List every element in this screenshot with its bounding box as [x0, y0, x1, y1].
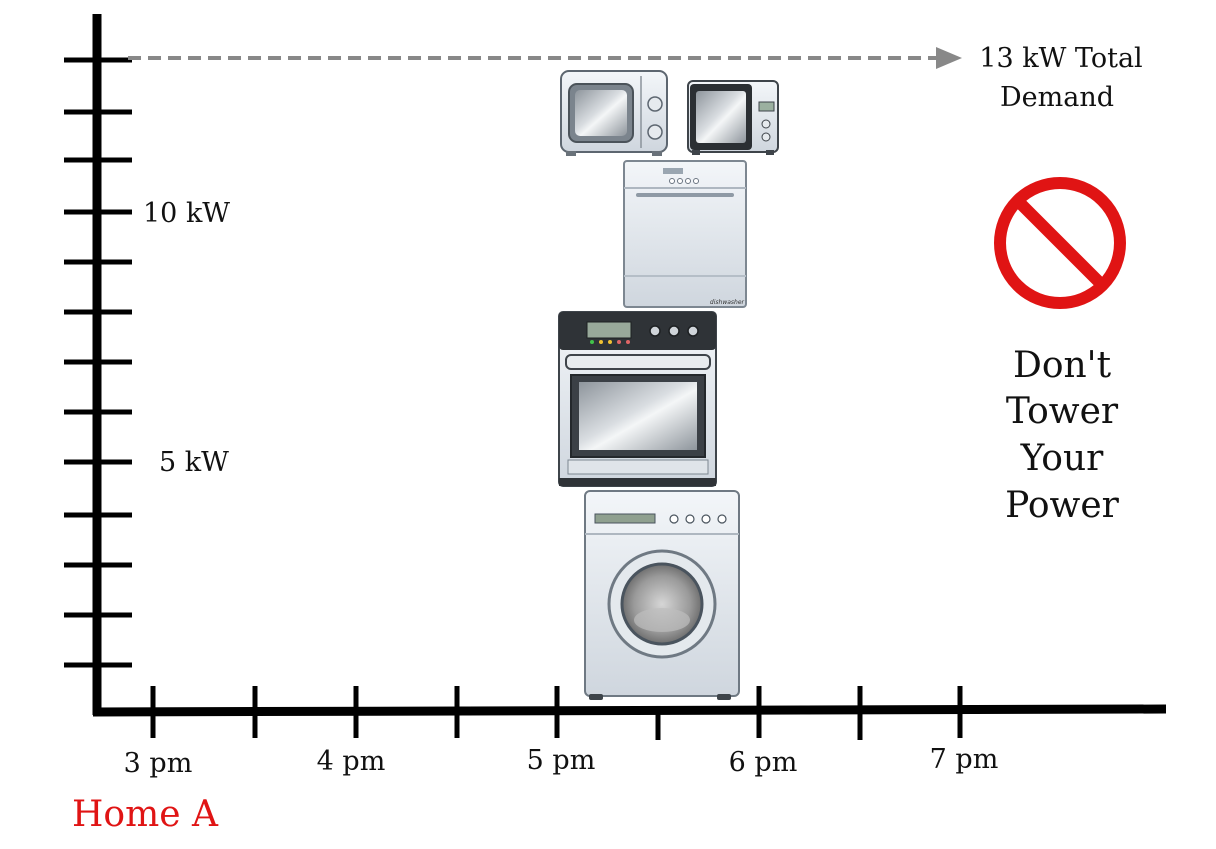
total-demand-arrow — [128, 47, 962, 69]
appliance-stack: dishwasher — [558, 70, 779, 700]
home-label: Home A — [72, 794, 219, 835]
washing-machine-icon — [584, 490, 740, 700]
prohibited-icon — [994, 177, 1126, 309]
dishwasher-brand-text: dishwasher — [710, 299, 745, 306]
slogan-line-3: Your — [1020, 438, 1104, 479]
x-label-3pm: 3 pm — [124, 748, 193, 779]
y-axis — [64, 14, 132, 715]
x-label-5pm: 5 pm — [527, 745, 596, 776]
x-label-7pm: 7 pm — [930, 744, 999, 775]
x-label-4pm: 4 pm — [317, 746, 386, 777]
y-label-5kw: 5 kW — [159, 447, 229, 478]
microwave-icon — [560, 70, 668, 156]
slogan-line-1: Don't — [1013, 345, 1112, 386]
microwave-icon — [687, 80, 779, 155]
slogan-line-2: Tower — [1006, 391, 1119, 432]
y-label-10kw: 10 kW — [143, 198, 230, 229]
x-label-6pm: 6 pm — [729, 747, 798, 778]
dishwasher-icon: dishwasher — [623, 160, 747, 308]
total-demand-line2: Demand — [1000, 82, 1114, 113]
x-axis — [92, 686, 1167, 740]
total-demand-line1: 13 kW Total — [979, 43, 1142, 74]
y-axis-ticks — [64, 57, 132, 668]
x-axis-ticks — [150, 686, 963, 740]
arrow-head-icon — [936, 47, 962, 69]
oven-icon — [558, 311, 717, 487]
slogan-line-4: Power — [1005, 485, 1120, 526]
